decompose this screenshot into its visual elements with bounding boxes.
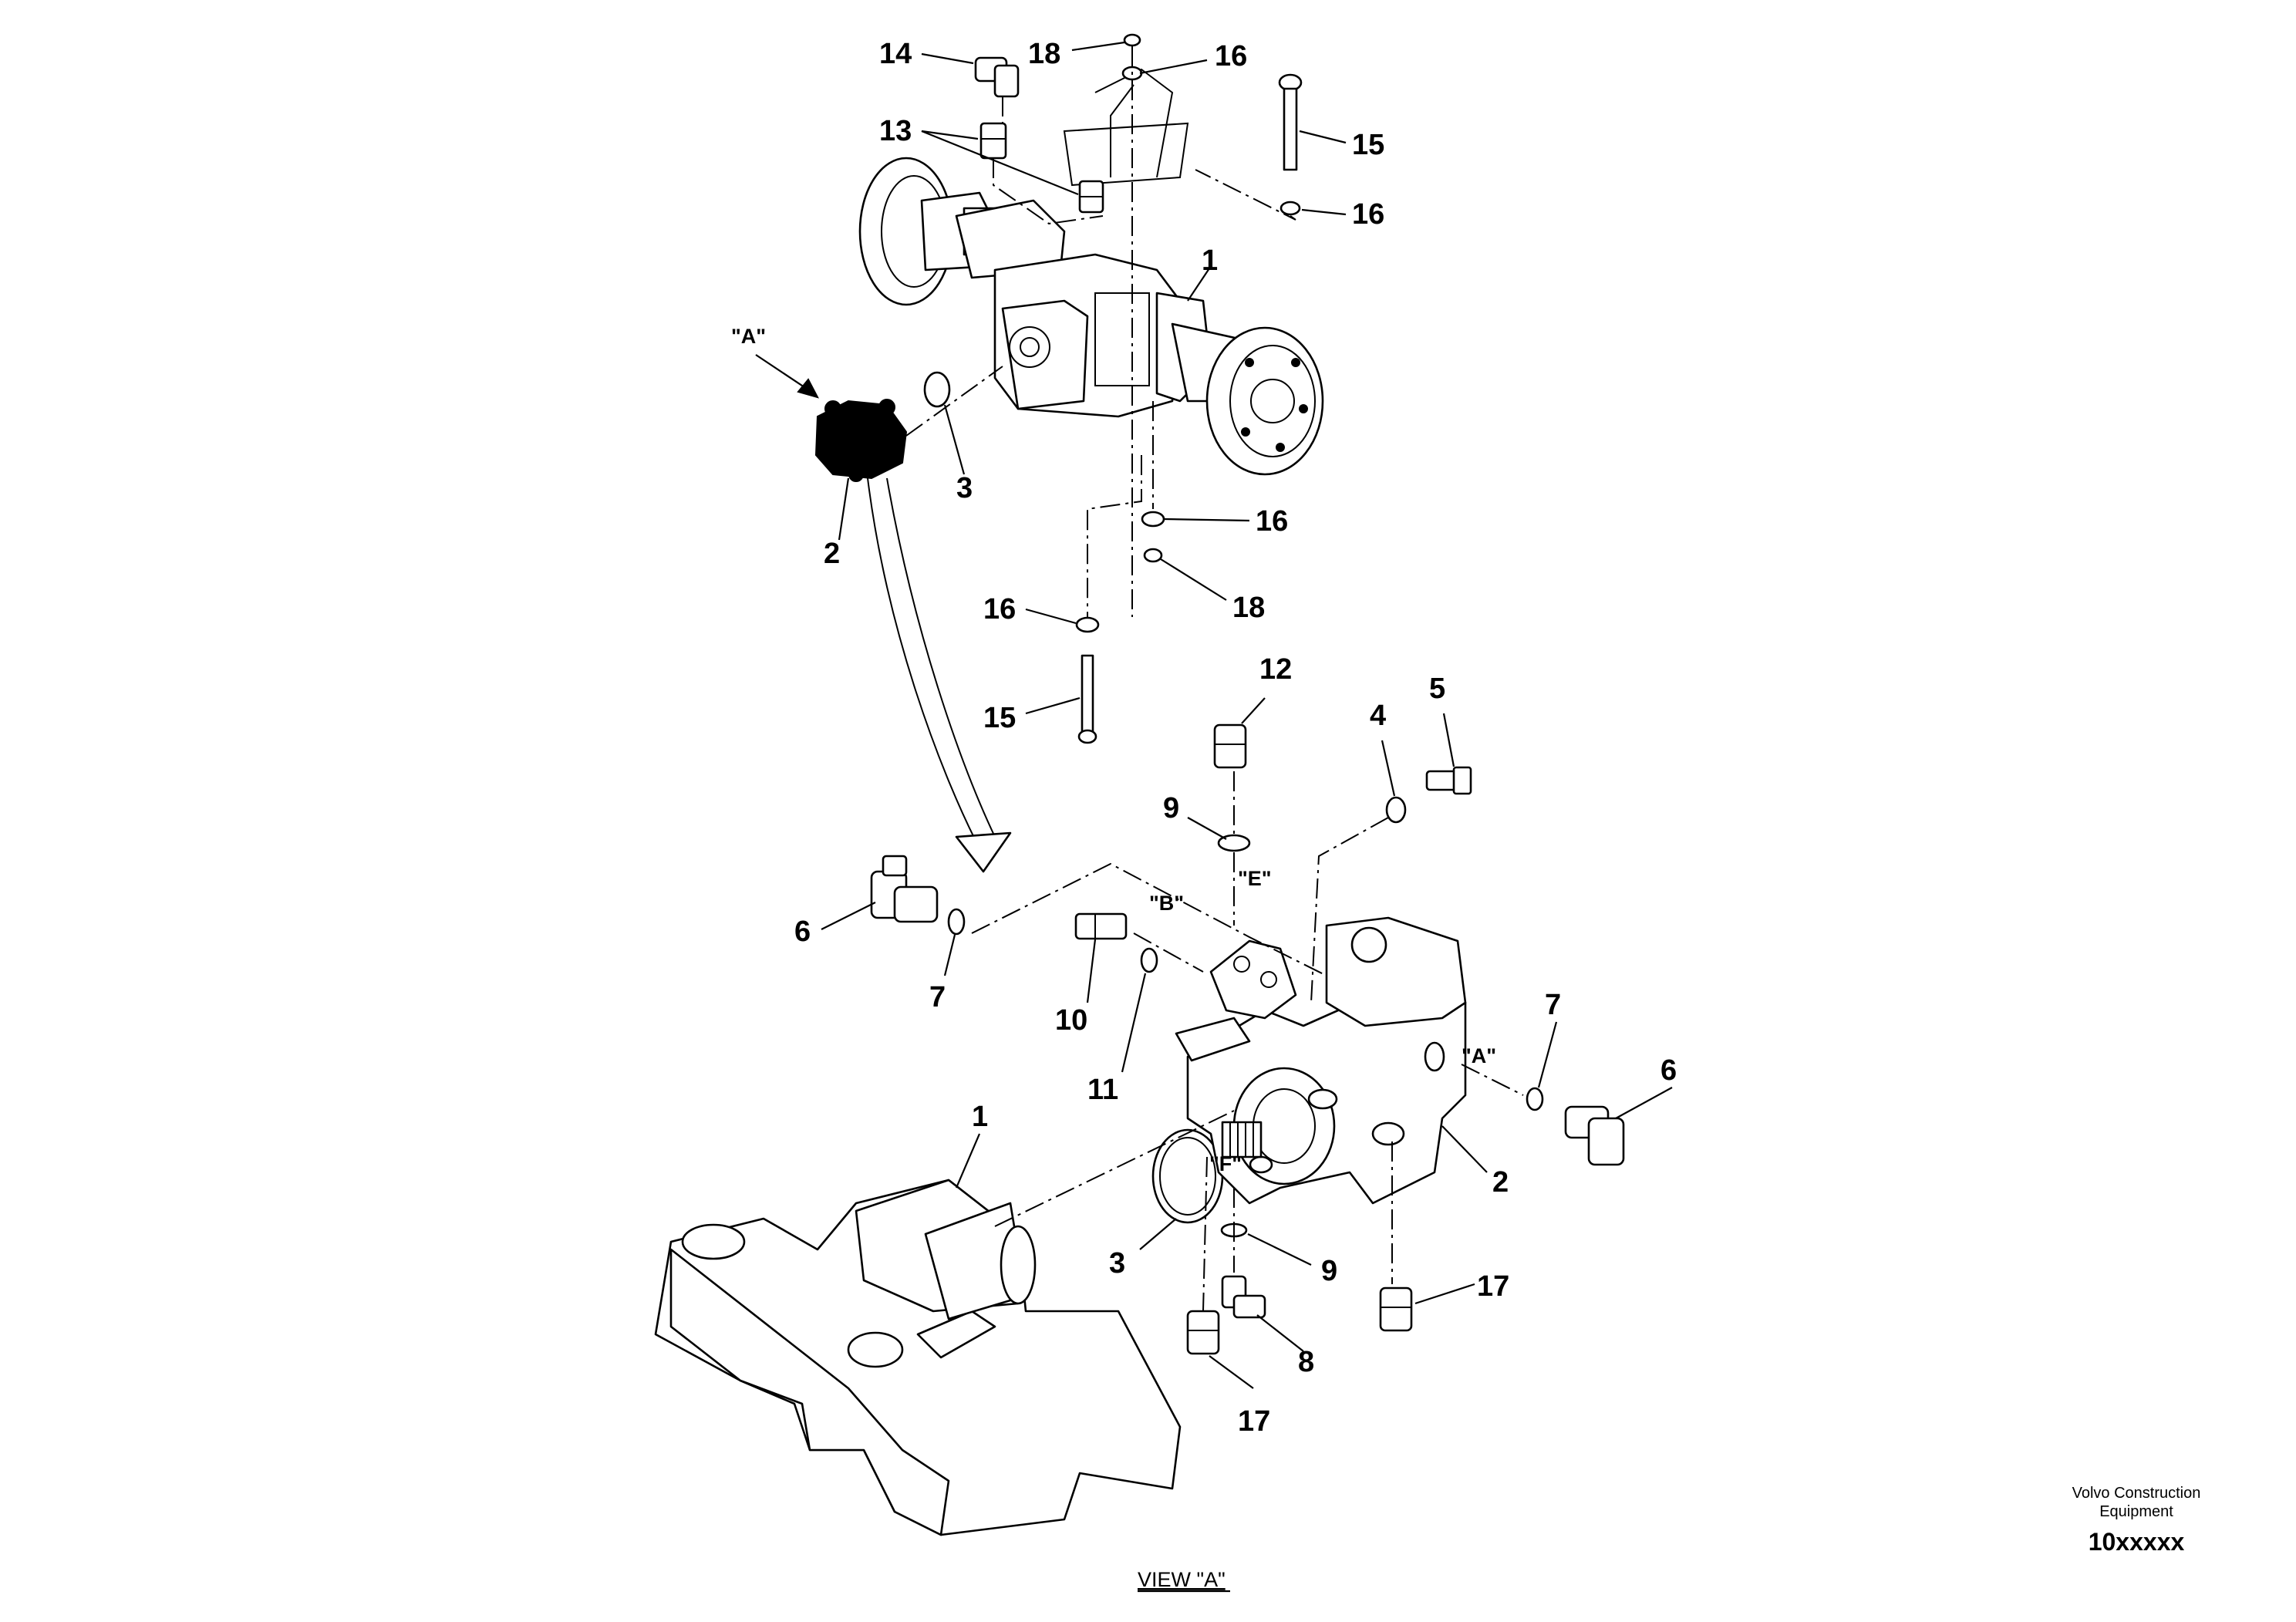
callout-7-right: 7: [1545, 989, 1561, 1021]
callout-4: 4: [1370, 700, 1386, 732]
callout-6-right: 6: [1660, 1054, 1677, 1087]
nut-18-top: [1123, 33, 1141, 47]
drawing-code: 10xxxxx: [2089, 1528, 2185, 1556]
o-ring-3-top: [923, 371, 951, 408]
callout-18-mid: 18: [1232, 592, 1265, 624]
company-name-line1: Volvo Construction: [2072, 1485, 2201, 1502]
callout-6-left: 6: [794, 916, 811, 948]
company-name-line2: Equipment: [2099, 1503, 2173, 1520]
nut-18-mid: [1143, 548, 1163, 563]
washer-16-mid: [1141, 511, 1165, 528]
bolt-5: [1425, 766, 1472, 795]
port-b-label: "B": [1149, 892, 1184, 915]
callout-1-top: 1: [1202, 244, 1218, 277]
callout-16-top: 16: [1215, 40, 1247, 73]
callout-labels: 14 18 16 13 15 16 1 3 2 16 18 16 15 12 5…: [794, 38, 1677, 1438]
axle-housing-view-a: [654, 1179, 1182, 1536]
view-a-title: VIEW "A": [1138, 1568, 1226, 1591]
adapter-fitting-12: [1213, 723, 1247, 769]
washer-16-left: [1075, 616, 1100, 633]
elbow-fitting-14: [974, 56, 1020, 98]
callout-2-bottom: 2: [1492, 1166, 1509, 1199]
callout-2-top: 2: [824, 538, 840, 570]
callout-3-top: 3: [956, 472, 973, 504]
callout-16-mid: 16: [1256, 505, 1288, 538]
callout-11: 11: [1087, 1074, 1118, 1106]
o-ring-7-left: [947, 908, 966, 936]
axle-assembly: [858, 68, 1324, 476]
elbow-fitting-8: [1221, 1275, 1266, 1319]
port-f-label: "F": [1209, 1152, 1242, 1175]
callout-13: 13: [879, 115, 912, 147]
adapter-fitting-10: [1074, 912, 1128, 940]
callout-16-right: 16: [1352, 198, 1384, 231]
bolt-15-left: [1077, 654, 1097, 744]
callout-12: 12: [1259, 653, 1292, 686]
o-ring-7-right: [1526, 1087, 1544, 1111]
callout-15-right: 15: [1352, 129, 1384, 161]
callout-17-right: 17: [1477, 1270, 1509, 1303]
port-a-label: "A": [1462, 1044, 1496, 1067]
callout-1-bottom: 1: [972, 1101, 988, 1133]
callout-9-top: 9: [1163, 792, 1179, 824]
callout-8: 8: [1298, 1346, 1314, 1378]
view-a-arrow-head: [955, 831, 1012, 873]
port-e-label: "E": [1238, 867, 1272, 890]
bolt-15-right: [1278, 73, 1303, 171]
adapter-fitting-13-left: [979, 122, 1007, 160]
callout-14: 14: [879, 38, 912, 70]
washer-4: [1385, 796, 1407, 824]
callout-7-left: 7: [929, 981, 946, 1013]
callout-9-bottom: 9: [1321, 1255, 1337, 1287]
callout-16-left: 16: [983, 593, 1016, 626]
callout-10: 10: [1055, 1004, 1087, 1037]
o-ring-11: [1140, 947, 1158, 973]
elbow-fitting-6-right: [1564, 1105, 1625, 1166]
callout-17-left: 17: [1238, 1405, 1270, 1438]
port-labels: "A" "B" "E" "A" "F": [731, 325, 1496, 1175]
callout-5: 5: [1429, 673, 1445, 705]
leader-lines: [821, 41, 1673, 1389]
callout-15-left: 15: [983, 702, 1016, 734]
hydraulic-pump-2: [1175, 916, 1467, 1205]
adapter-fitting-13-right: [1078, 180, 1104, 214]
pump-view-a-marker: [814, 399, 908, 482]
washer-16-right: [1279, 201, 1301, 216]
view-a-arrow-label: "A": [731, 325, 766, 348]
adapter-fitting-17-right: [1379, 1286, 1413, 1332]
elbow-fitting-6-left: [870, 855, 939, 923]
view-a-arrow: [755, 354, 819, 399]
callout-3-bottom: 3: [1109, 1247, 1125, 1280]
callout-18-top: 18: [1028, 38, 1060, 70]
view-a-curved-arrow: [867, 477, 996, 841]
adapter-fitting-17-left: [1186, 1310, 1220, 1355]
